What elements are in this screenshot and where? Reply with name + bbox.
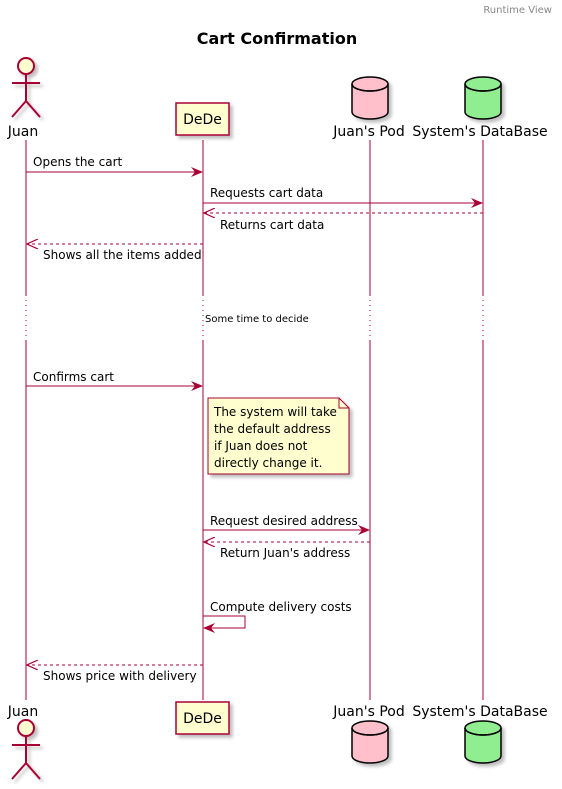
participant-pod-top: Juan's Pod	[332, 124, 404, 140]
message-label: Opens the cart	[33, 155, 123, 169]
message-5: Confirms cart	[26, 370, 203, 391]
message-4: Shows all the items added	[27, 244, 203, 262]
message-3: Returns cart data	[204, 213, 483, 232]
note-fold-icon	[338, 398, 349, 409]
message-1: Opens the cart	[26, 155, 203, 177]
note-line-3: if Juan does not	[214, 439, 308, 453]
lifelines	[25, 140, 484, 700]
note-box	[207, 397, 350, 475]
actor-juan-bottom	[11, 719, 41, 780]
message-label: Confirms cart	[33, 370, 114, 384]
message-label: Shows price with delivery	[43, 669, 197, 683]
participant-box-dede-top	[175, 102, 230, 136]
participant-dede-bottom: DeDe	[183, 711, 222, 727]
participant-db-top: System's DataBase	[412, 124, 547, 140]
actor-head-icon	[17, 57, 35, 75]
message-label: Return Juan's address	[220, 546, 350, 560]
database-system-bottom-icon	[464, 720, 502, 764]
delay-label: Some time to decide	[205, 314, 309, 325]
note-line-2: the default address	[214, 422, 331, 436]
note-line-4: directly change it.	[214, 456, 322, 470]
actor-juan-top	[11, 57, 41, 118]
note-line-1: The system will take	[213, 405, 337, 419]
participant-box-dede-bottom	[175, 701, 230, 735]
database-pod-top-icon	[351, 76, 389, 120]
message-label: Requests cart data	[210, 186, 323, 200]
diagram-title: Cart Confirmation	[197, 29, 358, 48]
message-label: Shows all the items added	[43, 248, 202, 262]
note	[207, 397, 350, 475]
database-system-top-icon	[464, 76, 502, 120]
participant-db-bottom: System's DataBase	[412, 704, 547, 720]
message-2: Requests cart data	[203, 186, 483, 208]
message-6: Request desired address	[203, 514, 370, 535]
page-header: Runtime View	[483, 5, 552, 16]
actor-head-icon	[17, 719, 35, 737]
message-8: Compute delivery costs	[203, 600, 352, 633]
message-label: Returns cart data	[220, 218, 324, 232]
message-label: Request desired address	[210, 514, 358, 528]
self-message-arrow	[203, 615, 246, 633]
participant-pod-bottom: Juan's Pod	[332, 704, 404, 720]
participant-dede-top: DeDe	[183, 112, 222, 128]
message-label: Compute delivery costs	[210, 600, 352, 614]
message-9: Shows price with delivery	[27, 665, 203, 683]
message-7: Return Juan's address	[204, 542, 370, 560]
database-pod-bottom-icon	[351, 720, 389, 764]
participant-juan-bottom: Juan	[7, 704, 38, 720]
participant-juan-top: Juan	[7, 124, 38, 140]
